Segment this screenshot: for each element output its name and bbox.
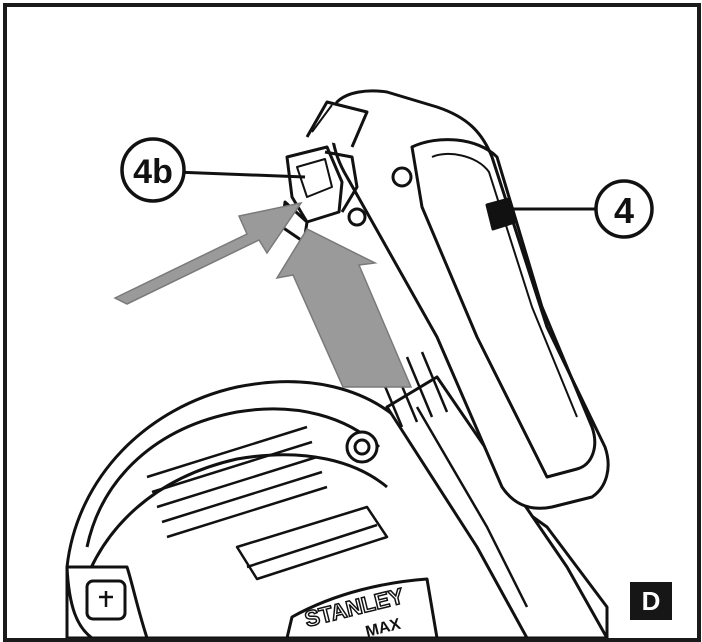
release-button	[485, 197, 517, 231]
diagram-svg: 4b 4 STANLEY MAX	[65, 89, 654, 638]
figure-frame: 4b 4 STANLEY MAX D	[3, 3, 701, 642]
callout-4: 4	[507, 179, 654, 239]
callout-4b: 4b	[120, 137, 306, 203]
arrow-upper	[113, 201, 303, 305]
callout-4-label: 4	[614, 190, 634, 231]
battery-pack	[305, 89, 610, 510]
panel-label: D	[630, 582, 672, 620]
tool-body	[65, 375, 609, 638]
brand-plate	[285, 577, 439, 638]
insert-arrows	[113, 201, 413, 388]
brand-subline: MAX	[364, 616, 403, 638]
vent-slots	[146, 425, 389, 581]
arrow-lower	[275, 228, 413, 388]
callout-4b-label: 4b	[133, 153, 173, 191]
